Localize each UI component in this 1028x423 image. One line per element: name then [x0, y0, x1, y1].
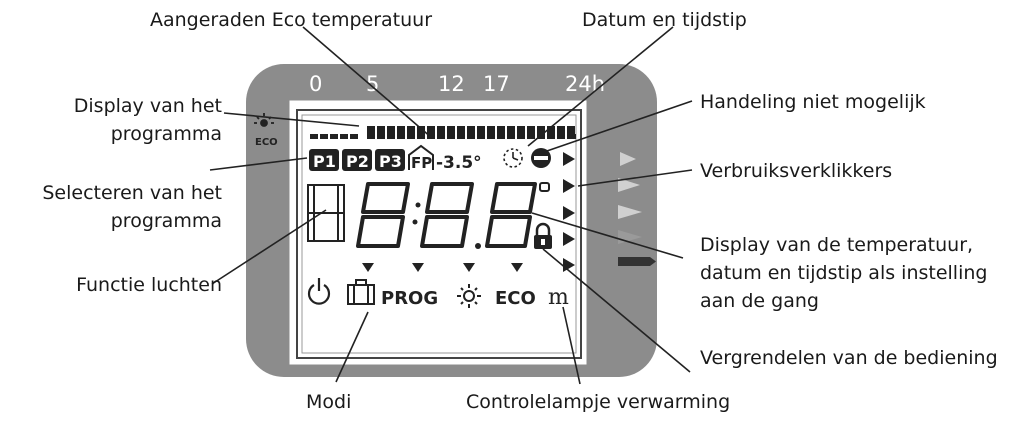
- program-segment-high: [427, 126, 435, 134]
- callout-ventilation: Functie luchten: [76, 274, 222, 296]
- program-p2: P2: [346, 152, 369, 171]
- program-segment-high: [487, 126, 495, 134]
- callout-eco-temperature: Aangeraden Eco temperatuur: [150, 9, 433, 31]
- program-p1: P1: [313, 152, 336, 171]
- program-segment-high: [537, 126, 545, 134]
- program-segment-base: [487, 134, 495, 139]
- lcd-inner-border: [296, 109, 582, 359]
- program-segment-low: [340, 134, 348, 139]
- program-segment-low: [350, 134, 358, 139]
- callout-lock: Vergrendelen van de bediening: [700, 347, 998, 369]
- consumption-arrow-1: [620, 152, 636, 166]
- program-segment-low: [320, 134, 328, 139]
- program-segment-base: [437, 134, 445, 139]
- program-segment-high: [567, 126, 575, 134]
- program-segment-base: [367, 134, 375, 139]
- no-entry-icon: [531, 148, 551, 168]
- temperature-digits: [356, 182, 537, 248]
- sun-icon: [254, 113, 274, 127]
- consumption-arrow-2: [618, 178, 640, 192]
- program-segment-high: [367, 126, 375, 134]
- program-segment-high: [437, 126, 445, 134]
- program-segment-base: [537, 134, 545, 139]
- program-segment-high: [517, 126, 525, 134]
- program-segment-base: [557, 134, 565, 139]
- program-bar: [310, 126, 576, 139]
- fp-house-outline: [408, 144, 434, 170]
- program-segment-base: [457, 134, 465, 139]
- lcd-consumption-arrows: [563, 152, 575, 272]
- program-segment-high: [547, 126, 555, 134]
- consumption-arrow-active: [618, 257, 650, 266]
- program-segment-base: [417, 134, 425, 139]
- program-segment-high: [447, 126, 455, 134]
- program-segment-base: [467, 134, 475, 139]
- clock-icon: [503, 148, 523, 168]
- program-segment-high: [397, 126, 405, 134]
- leader-lines: [209, 26, 693, 385]
- ventilation-icon: [307, 184, 345, 242]
- program-segment-high: [557, 126, 565, 134]
- hour-label-0: 0: [309, 72, 322, 96]
- program-segment-base: [397, 134, 405, 139]
- callout-datetime: Datum en tijdstip: [582, 9, 747, 31]
- program-segment-high: [407, 126, 415, 134]
- lock-icon: [534, 222, 552, 249]
- callout-modes: Modi: [306, 391, 352, 413]
- program-segment-high: [467, 126, 475, 134]
- hour-label-5: 5: [366, 72, 379, 96]
- program-segment-high: [507, 126, 515, 134]
- program-segment-low: [330, 134, 338, 139]
- lcd-window: [288, 99, 588, 366]
- power-icon: [307, 278, 331, 305]
- callout-temperature-display: Display van de temperatuur, datum en tij…: [700, 234, 988, 312]
- program-p3-box: [375, 149, 405, 171]
- mode-pointers: [362, 263, 523, 272]
- program-segment-base: [567, 134, 575, 139]
- program-segment-base: [497, 134, 505, 139]
- callout-consumption: Verbruiksverklikkers: [700, 160, 893, 182]
- program-segment-high: [417, 126, 425, 134]
- eco-offset: -3.5°: [436, 153, 482, 173]
- fp-label: FP: [411, 154, 432, 172]
- program-p3: P3: [379, 152, 402, 171]
- program-segment-base: [387, 134, 395, 139]
- program-segment-base: [477, 134, 485, 139]
- program-segment-base: [517, 134, 525, 139]
- program-p1-box: [309, 149, 339, 171]
- heating-icon: m: [548, 285, 569, 310]
- hour-label-24h: 24h: [565, 72, 605, 96]
- callout-program-display: Display van het programma: [73, 95, 222, 145]
- program-segment-high: [527, 126, 535, 134]
- program-segment-high: [457, 126, 465, 134]
- program-segment-high: [477, 126, 485, 134]
- degree-symbol: [539, 182, 550, 192]
- program-segment-low: [310, 134, 318, 139]
- callout-heating-lamp: Controlelampje verwarming: [466, 391, 731, 413]
- suitcase-icon: [347, 279, 375, 305]
- hour-label-12: 12: [438, 72, 465, 96]
- prog-label: PROG: [381, 288, 438, 309]
- program-segment-high: [497, 126, 505, 134]
- program-segment-base: [527, 134, 535, 139]
- program-segment-high: [377, 126, 385, 134]
- program-p2-box: [342, 149, 372, 171]
- program-segment-base: [407, 134, 415, 139]
- program-segment-base: [507, 134, 515, 139]
- eco-mode-label: ECO: [495, 288, 536, 309]
- program-segment-base: [377, 134, 385, 139]
- callout-select-program: Selecteren van het programma: [42, 182, 222, 232]
- program-segment-high: [387, 126, 395, 134]
- hour-label-17: 17: [483, 72, 510, 96]
- callout-not-possible: Handeling niet mogelijk: [700, 91, 926, 113]
- comfort-sun-icon: [457, 284, 481, 308]
- eco-small-label: ECO: [255, 137, 278, 148]
- program-segment-base: [447, 134, 455, 139]
- lcd-inner-border-2: [301, 114, 577, 354]
- program-segment-base: [547, 134, 555, 139]
- consumption-arrow-3: [618, 205, 642, 219]
